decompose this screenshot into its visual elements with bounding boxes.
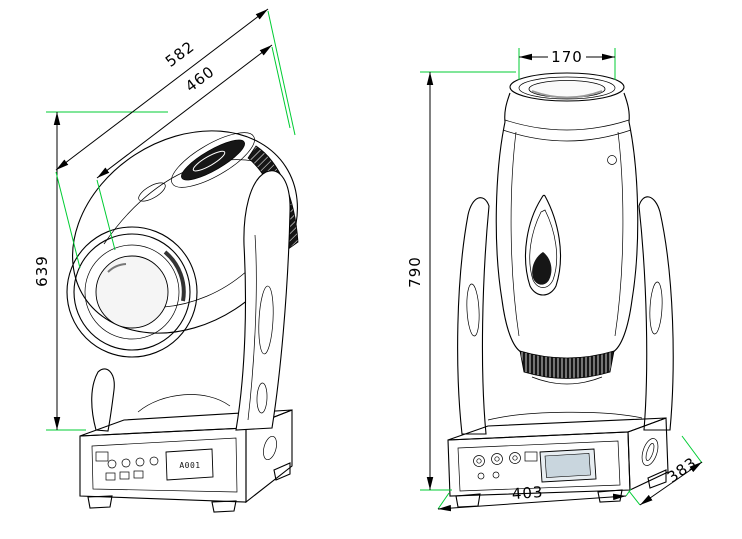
dim-label-383: 383 [664,453,700,486]
right-neck-right [623,92,630,123]
dim-582-ext-1 [55,171,81,269]
right-view-fixture [447,72,674,508]
left-display-text: A001 [179,461,200,470]
right-yoke-arms [457,196,674,435]
dim-403-ext-left [437,492,450,510]
left-yoke-arm-front [235,170,291,431]
left-panel-button-4 [149,456,159,466]
right-teardrop-vent-inner [529,209,558,288]
left-base-front-face [79,427,247,503]
dim-label-170: 170 [551,48,583,66]
left-yoke-arm-rear [91,368,115,432]
left-yoke-bottom [137,394,231,413]
right-base-handle-inner [645,443,655,461]
right-teardrop-vent-outer [524,194,562,296]
left-base: A001 [79,409,293,513]
right-arm-left-slot [466,283,480,337]
dim-460-ext-2 [271,46,291,129]
right-teardrop-dark [532,252,552,285]
dim-383-ext-2 [681,435,703,464]
dim-460-ext-1 [96,179,116,251]
right-collar-seam-2 [502,129,632,142]
dim-label-790: 790 [406,256,424,288]
right-heatsink-band [519,350,615,379]
right-collar-seam-1 [504,119,630,131]
right-xlr-connector-1 [473,455,485,467]
right-xlr-connector-2 [491,453,503,465]
right-base [447,417,669,508]
right-xlr-connector-3 [509,452,521,464]
dim-582-ext-2 [267,10,296,136]
left-panel-key-1 [105,472,116,481]
right-small-connector-2 [492,471,500,479]
right-body-right-edge [612,121,639,353]
left-base-handle [263,435,277,461]
left-arm-outline [235,170,291,431]
left-lens-bezel [66,226,198,358]
right-xlr-pin-3 [512,455,518,461]
left-arm-slot [258,285,274,355]
dim-label-403: 403 [511,483,544,503]
right-base-foot-right [597,489,623,503]
dim-403-ext-right [625,488,632,497]
left-head [66,130,299,413]
left-panel-key-3 [133,470,144,479]
left-base-foot-right [211,500,237,513]
left-panel-button-3 [135,457,145,467]
right-xlr-pin-2 [494,456,500,462]
left-vent-dark [181,139,245,181]
left-head-detail-oval [138,182,166,202]
right-neck-left [504,92,511,123]
right-arm-right-slot [649,281,663,335]
right-display-inner [544,453,591,478]
right-head [495,72,639,385]
dim-label-639: 639 [33,255,51,287]
dimension-790: 790 [406,71,516,491]
right-arm-right-outline [638,196,674,431]
left-base-foot-left [87,495,113,509]
dim-460-line [96,44,273,179]
left-lens-shading [163,250,186,302]
left-display-screen [165,448,214,481]
left-base-foot-back [273,462,291,481]
left-lens-ring [84,244,180,340]
right-lens-top-shading [531,90,603,99]
left-control-panel [91,437,238,493]
left-arm-edge [247,234,257,421]
dimension-403: 403 [437,483,632,512]
left-panel-key-2 [119,471,130,480]
right-head-bottom-cap [531,376,603,385]
right-lens-top-ring [518,76,616,100]
right-yoke-crossbar [487,411,643,421]
right-base-handle [641,438,659,466]
left-lens-glass [95,255,169,329]
left-panel-button-2 [121,458,131,468]
dim-383-ext-1 [628,490,641,506]
right-base-foot-back [647,469,667,489]
dimension-170: 170 [518,48,616,80]
right-control-panel [457,440,621,492]
left-lens-rim [73,233,191,351]
right-body-contour-right [614,131,624,337]
dim-403-line [437,493,627,512]
left-arm-slot-small [256,382,268,414]
dim-383-line [639,461,703,506]
left-panel-connector [95,451,109,462]
left-lens-highlight [107,263,127,273]
right-xlr-pin-1 [476,458,482,464]
right-panel-switch [524,451,538,462]
right-body-contour-left [510,131,520,337]
right-small-connector-1 [477,472,485,480]
dimension-383: 383 [628,435,703,506]
left-panel-button-1 [107,459,117,469]
right-head-screw [607,155,617,165]
right-lens-top-glass [528,80,606,98]
right-body-left-edge [495,121,522,353]
right-arm-left-outline [457,197,490,435]
left-view-fixture: A001 [66,130,299,513]
